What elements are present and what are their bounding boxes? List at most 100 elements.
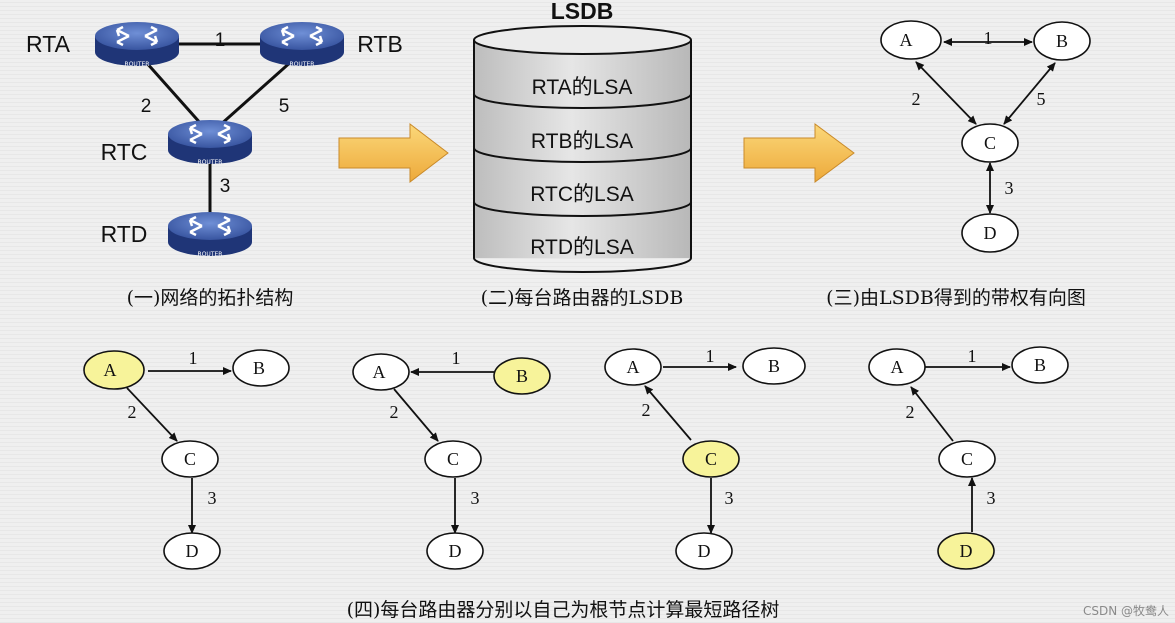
tree-node: D (163, 532, 221, 570)
router-name: RTD (101, 221, 148, 247)
node-label: A (900, 30, 913, 50)
tree-edge (910, 386, 954, 442)
link-cost: 5 (279, 96, 290, 117)
edge-cost: 3 (987, 488, 996, 508)
panel-caption: (三)由LSDB得到的带权有向图 (826, 287, 1086, 309)
router-badge: ROUTER (125, 61, 150, 68)
router-icon (166, 210, 254, 258)
router-name: RTC (101, 139, 148, 165)
graph-node: A (880, 20, 942, 60)
router-rtb: ROUTER RTB (258, 20, 403, 68)
lsdb-title: LSDB (551, 0, 614, 24)
spf-tree-root-c: 1 2 3 A B C D (604, 346, 806, 570)
node-label: A (891, 357, 904, 377)
tree-node: B (232, 349, 290, 387)
lsa-entry: RTA的LSA (532, 76, 633, 99)
node-label: D (960, 541, 973, 561)
router-icon (258, 20, 346, 68)
edge-cost: 3 (208, 488, 217, 508)
node-label: A (373, 362, 386, 382)
graph-node: C (961, 123, 1019, 163)
edge-cost: 2 (128, 402, 137, 422)
edge-cost: 3 (1005, 178, 1014, 198)
edge-cost: 2 (906, 402, 915, 422)
router-badge: ROUTER (290, 61, 315, 68)
spf-tree-root-d: 1 2 3 A B C D (868, 346, 1069, 570)
tree-edge (126, 387, 178, 442)
router-rta: ROUTER RTA (26, 20, 181, 68)
node-label: B (1034, 355, 1046, 375)
lsdb-panel: LSDB RTA的LSA RTB的LSA RTC的LSA RTD的LSA (二)… (473, 0, 692, 309)
router-name: RTB (357, 31, 403, 57)
tree-node: B (742, 347, 806, 385)
lsa-entry: RTB的LSA (531, 130, 633, 153)
edge-cost: 1 (189, 348, 198, 368)
graph-node: B (1033, 21, 1091, 61)
link-cost: 2 (141, 96, 152, 117)
spf-tree-root-b: 1 2 3 A B C D (352, 348, 551, 570)
tree-node: C (424, 440, 482, 478)
node-label: C (705, 449, 717, 469)
node-label: B (516, 366, 528, 386)
edge-cost: 1 (984, 28, 993, 48)
edge-cost: 2 (390, 402, 399, 422)
flow-arrow-icon (743, 123, 855, 183)
tree-node-root: C (682, 440, 740, 478)
panel-caption: (二)每台路由器的LSDB (481, 287, 684, 309)
flow-arrow-icon (338, 122, 449, 184)
edge-cost: 3 (725, 488, 734, 508)
panel-caption: (一)网络的拓扑结构 (127, 287, 294, 309)
bottom-caption: (四)每台路由器分别以自己为根节点计算最短路径树 (347, 599, 780, 621)
router-icon (166, 118, 254, 166)
tree-node: C (161, 440, 219, 478)
tree-node: A (868, 348, 926, 386)
graph-edge (915, 61, 977, 125)
edge-cost: 1 (968, 346, 977, 366)
node-label: C (447, 449, 459, 469)
node-label: A (627, 357, 640, 377)
node-label: B (253, 358, 265, 378)
edge-cost: 2 (642, 400, 651, 420)
router-badge: ROUTER (198, 251, 223, 258)
tree-node: B (1011, 346, 1069, 384)
tree-node: A (604, 348, 662, 386)
node-label: C (184, 449, 196, 469)
node-label: D (186, 541, 199, 561)
node-label: C (984, 133, 996, 153)
node-label: B (768, 356, 780, 376)
router-badge: ROUTER (198, 159, 223, 166)
node-label: D (984, 223, 997, 243)
link-rta-rtc: 2 (135, 51, 212, 135)
tree-node: A (352, 353, 410, 391)
tree-node: C (938, 440, 996, 478)
node-label: A (104, 360, 117, 380)
router-rtc: ROUTER RTC (101, 118, 254, 166)
router-name: RTA (26, 31, 71, 57)
lsa-entry: RTD的LSA (530, 236, 633, 259)
watermark: CSDN @牧鸯人 (1082, 604, 1169, 618)
topology-panel: 1 2 5 3 ROUTER RTA ROUTER RTB ROUTER RTC (26, 20, 403, 309)
node-label: D (449, 541, 462, 561)
spf-tree-root-a: 1 2 3 A B C D (83, 348, 290, 570)
graph-edge (1003, 62, 1056, 125)
link-cost: 1 (215, 30, 226, 51)
tree-node: D (675, 532, 733, 570)
database-icon (473, 25, 692, 273)
node-label: D (698, 541, 711, 561)
tree-node-root: A (83, 350, 145, 390)
tree-node: D (426, 532, 484, 570)
graph-node: D (961, 213, 1019, 253)
link-cost: 3 (220, 176, 231, 197)
weighted-graph-panel: 1 2 5 3 A B C D (三)由LSDB得到的带权有向图 (826, 20, 1091, 309)
node-label: C (961, 449, 973, 469)
edge-cost: 5 (1037, 89, 1046, 109)
tree-node-root: B (493, 357, 551, 395)
edge-cost: 1 (706, 346, 715, 366)
router-icon (93, 20, 181, 68)
lsa-entry: RTC的LSA (530, 183, 633, 206)
link-rtb-rtc: 5 (209, 50, 303, 136)
edge-cost: 1 (452, 348, 461, 368)
node-label: B (1056, 31, 1068, 51)
tree-node-root: D (937, 532, 995, 570)
